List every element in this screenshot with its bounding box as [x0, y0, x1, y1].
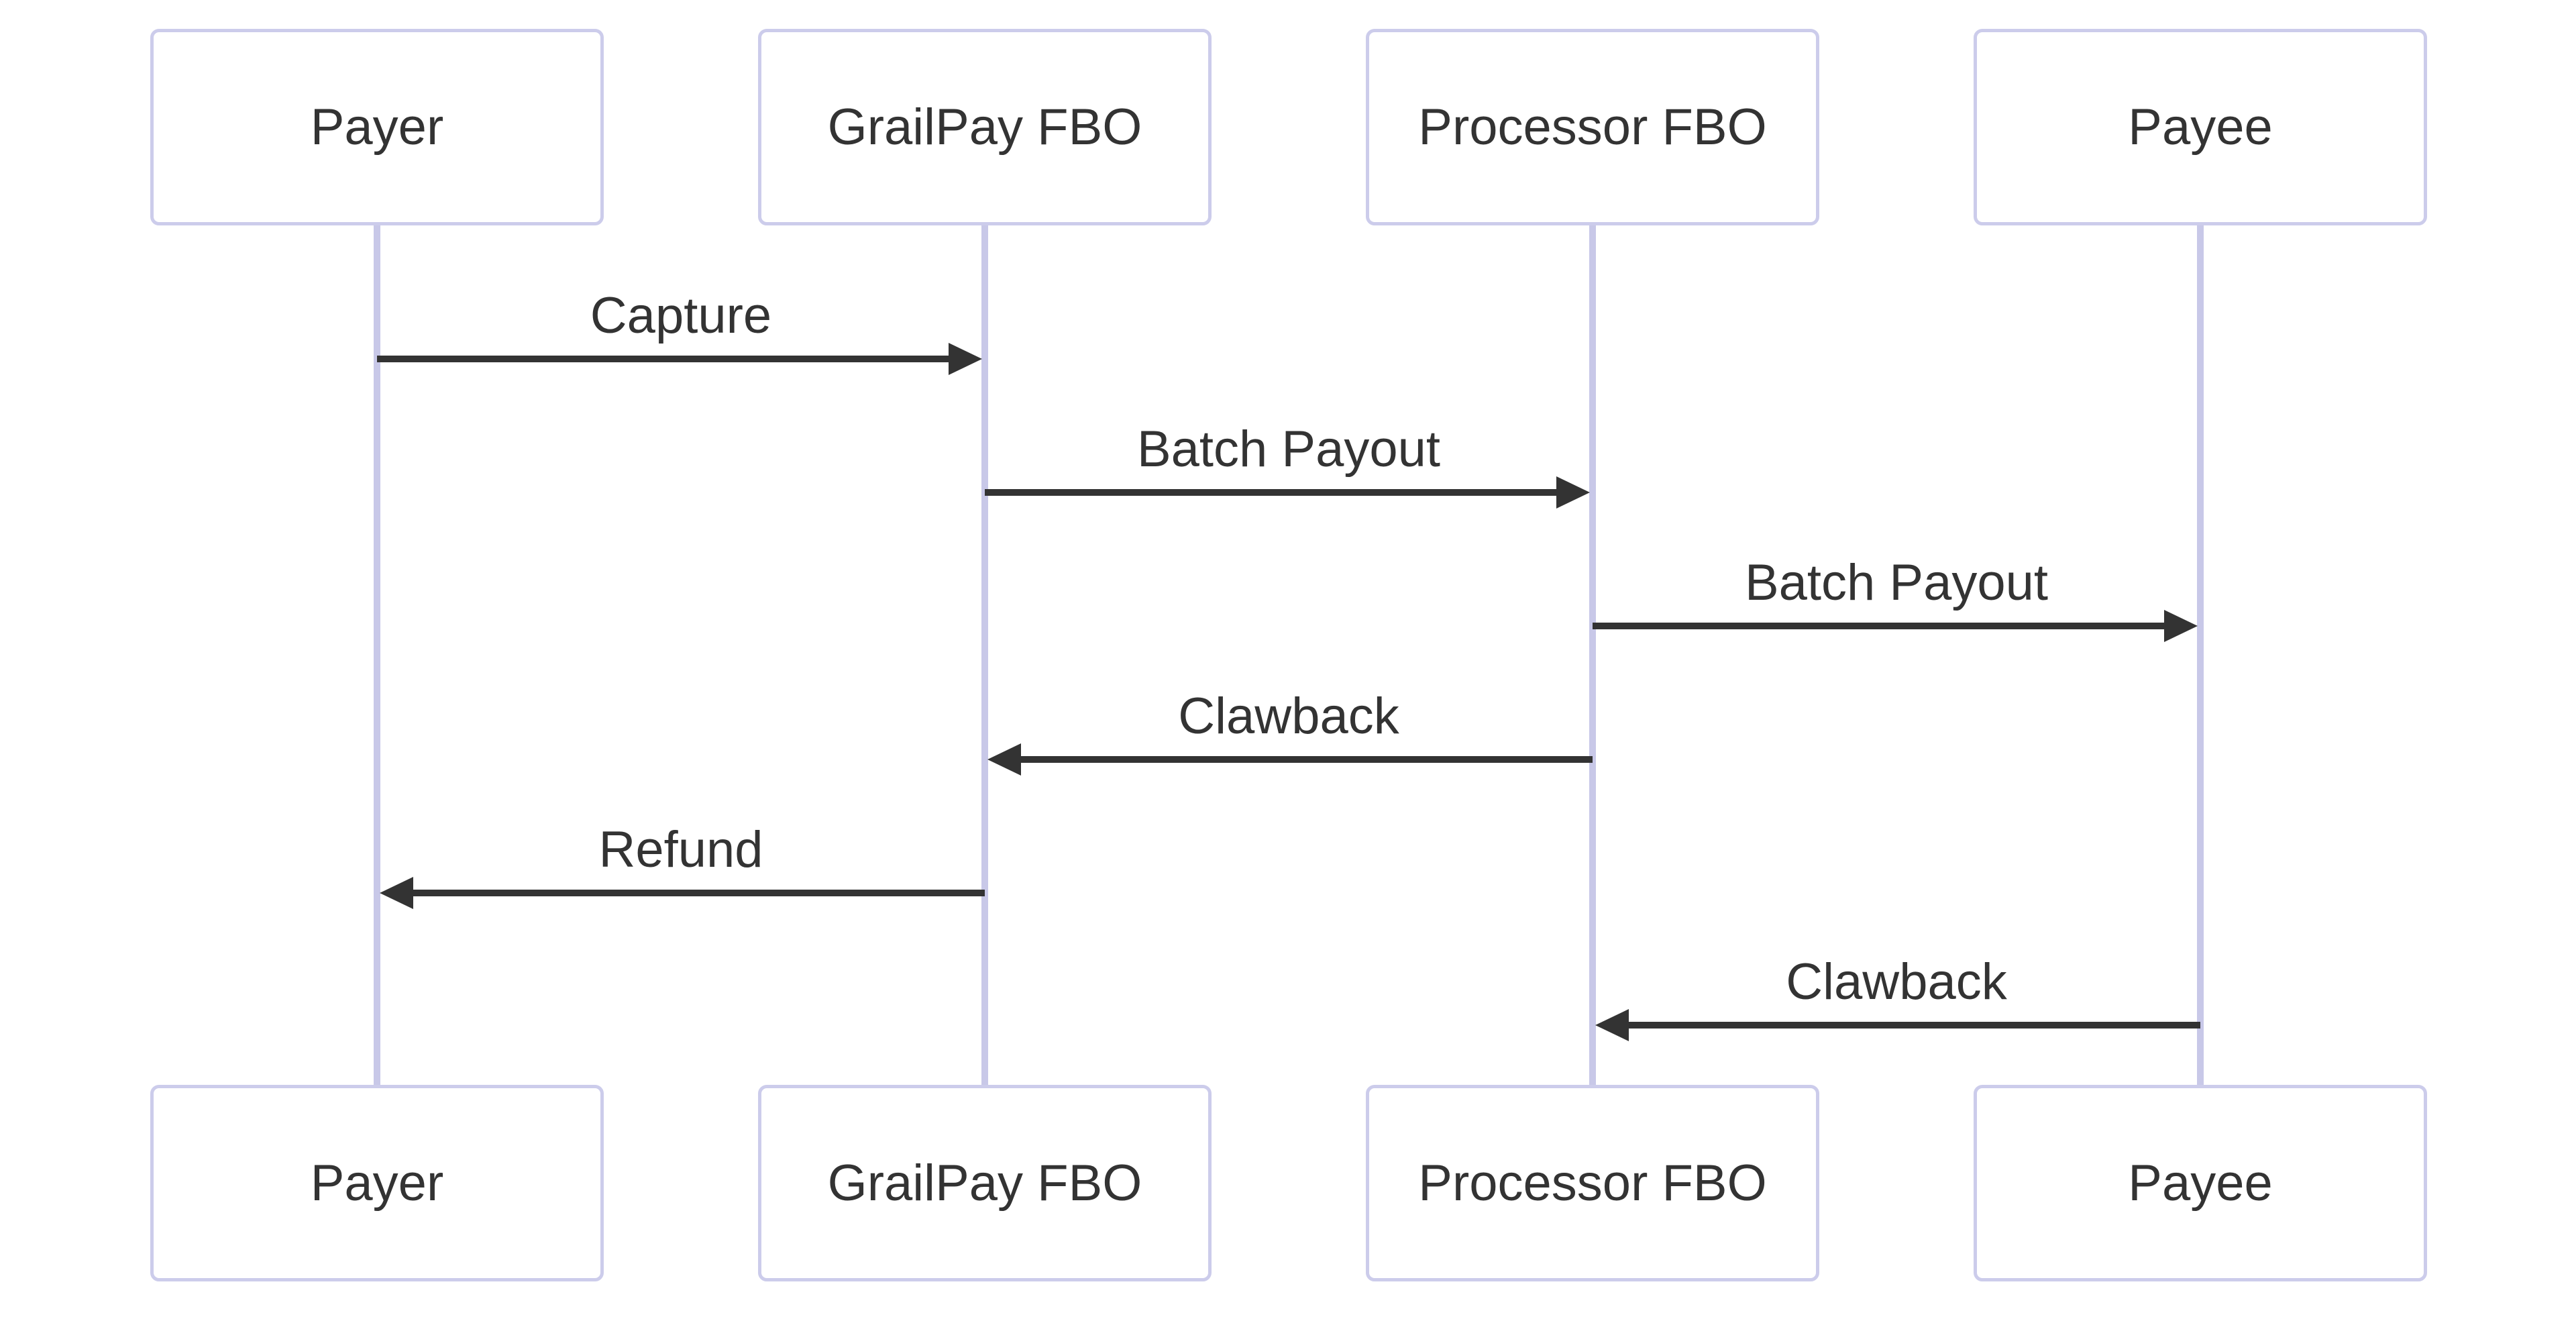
actor-label-grailpay-fbo: GrailPay FBO	[827, 1155, 1142, 1212]
actor-box-processor-fbo-bottom: Processor FBO	[1366, 1085, 1819, 1281]
message-line-capture	[377, 356, 950, 362]
actor-box-grailpay-fbo-bottom: GrailPay FBO	[758, 1085, 1212, 1281]
actor-box-payer-bottom: Payer	[150, 1085, 604, 1281]
actor-label-processor-fbo: Processor FBO	[1418, 99, 1767, 156]
message-label-clawback-1: Clawback	[1178, 688, 1399, 745]
actor-box-payee-top: Payee	[1974, 29, 2427, 225]
message-line-clawback-1	[1020, 756, 1593, 763]
actor-label-payer: Payer	[310, 99, 444, 156]
actor-label-payee: Payee	[2128, 1155, 2273, 1212]
actor-box-grailpay-fbo-top: GrailPay FBO	[758, 29, 1212, 225]
actor-box-payee-bottom: Payee	[1974, 1085, 2427, 1281]
arrowhead-right-icon	[2164, 610, 2198, 642]
actor-label-payee: Payee	[2128, 99, 2273, 156]
arrowhead-left-icon	[987, 743, 1021, 776]
message-line-refund	[412, 890, 985, 896]
message-line-batch-payout-1	[985, 489, 1558, 496]
message-line-clawback-2	[1627, 1022, 2200, 1028]
actor-box-payer-top: Payer	[150, 29, 604, 225]
message-label-clawback-2: Clawback	[1786, 953, 2007, 1010]
lifeline-payer	[374, 225, 380, 1086]
arrowhead-right-icon	[1556, 476, 1590, 509]
lifeline-payee	[2197, 225, 2204, 1086]
lifeline-processor-fbo	[1589, 225, 1596, 1086]
arrowhead-left-icon	[1595, 1009, 1629, 1041]
actor-label-grailpay-fbo: GrailPay FBO	[827, 99, 1142, 156]
actor-label-processor-fbo: Processor FBO	[1418, 1155, 1767, 1212]
message-label-refund: Refund	[598, 821, 763, 878]
actor-label-payer: Payer	[310, 1155, 444, 1212]
message-label-capture: Capture	[590, 287, 772, 344]
arrowhead-left-icon	[380, 877, 413, 909]
arrowhead-right-icon	[949, 343, 982, 375]
message-line-batch-payout-2	[1593, 623, 2165, 629]
lifeline-grailpay-fbo	[981, 225, 988, 1086]
message-label-batch-payout-1: Batch Payout	[1136, 421, 1441, 478]
message-label-batch-payout-2: Batch Payout	[1744, 554, 2049, 611]
actor-box-processor-fbo-top: Processor FBO	[1366, 29, 1819, 225]
